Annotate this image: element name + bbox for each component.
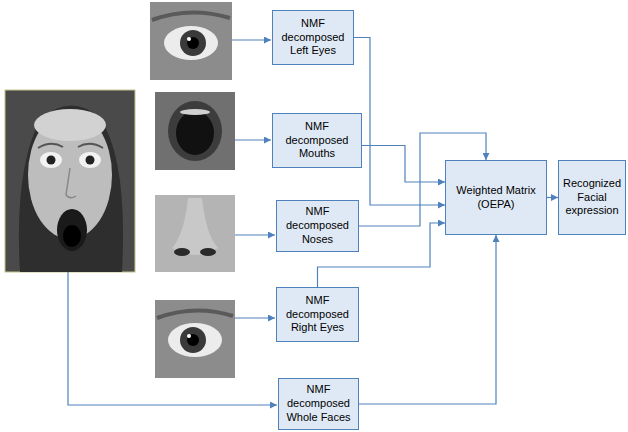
input-arrow <box>68 272 277 405</box>
input-arrow <box>235 139 271 140</box>
input-arrow <box>235 234 275 235</box>
left-eye-photo <box>150 2 232 80</box>
connector-arrow <box>547 197 558 198</box>
box-label: Recognized Facial expression <box>562 177 622 218</box>
connector-arrow <box>354 38 445 206</box>
output-box: Recognized Facial expression <box>558 160 626 235</box>
nmf-box: NMF decomposed Mouths <box>272 113 362 168</box>
connector-arrow <box>362 146 445 183</box>
box-label: Weighted Matrix (OEPA) <box>449 184 543 212</box>
nmf-box: NMF decomposed Whole Faces <box>278 378 359 430</box>
nmf-box: NMF decomposed Left Eyes <box>272 10 354 65</box>
box-label: NMF decomposed Whole Faces <box>282 383 355 424</box>
input-arrow <box>232 39 271 40</box>
mouth-photo <box>155 92 235 170</box>
connector-arrow <box>359 235 496 404</box>
input-arrow <box>235 317 275 318</box>
right-eye-photo <box>155 300 235 378</box>
face-photo <box>5 90 135 272</box>
nmf-box: NMF decomposed Noses <box>276 200 359 252</box>
box-label: NMF decomposed Left Eyes <box>276 17 350 58</box>
box-label: NMF decomposed Mouths <box>276 120 358 161</box>
nose-photo <box>155 195 235 272</box>
box-label: NMF decomposed Right Eyes <box>280 294 355 335</box>
box-label: NMF decomposed Noses <box>280 205 355 246</box>
nmf-box: NMF decomposed Right Eyes <box>276 287 359 342</box>
matrix-box: Weighted Matrix (OEPA) <box>445 160 547 235</box>
